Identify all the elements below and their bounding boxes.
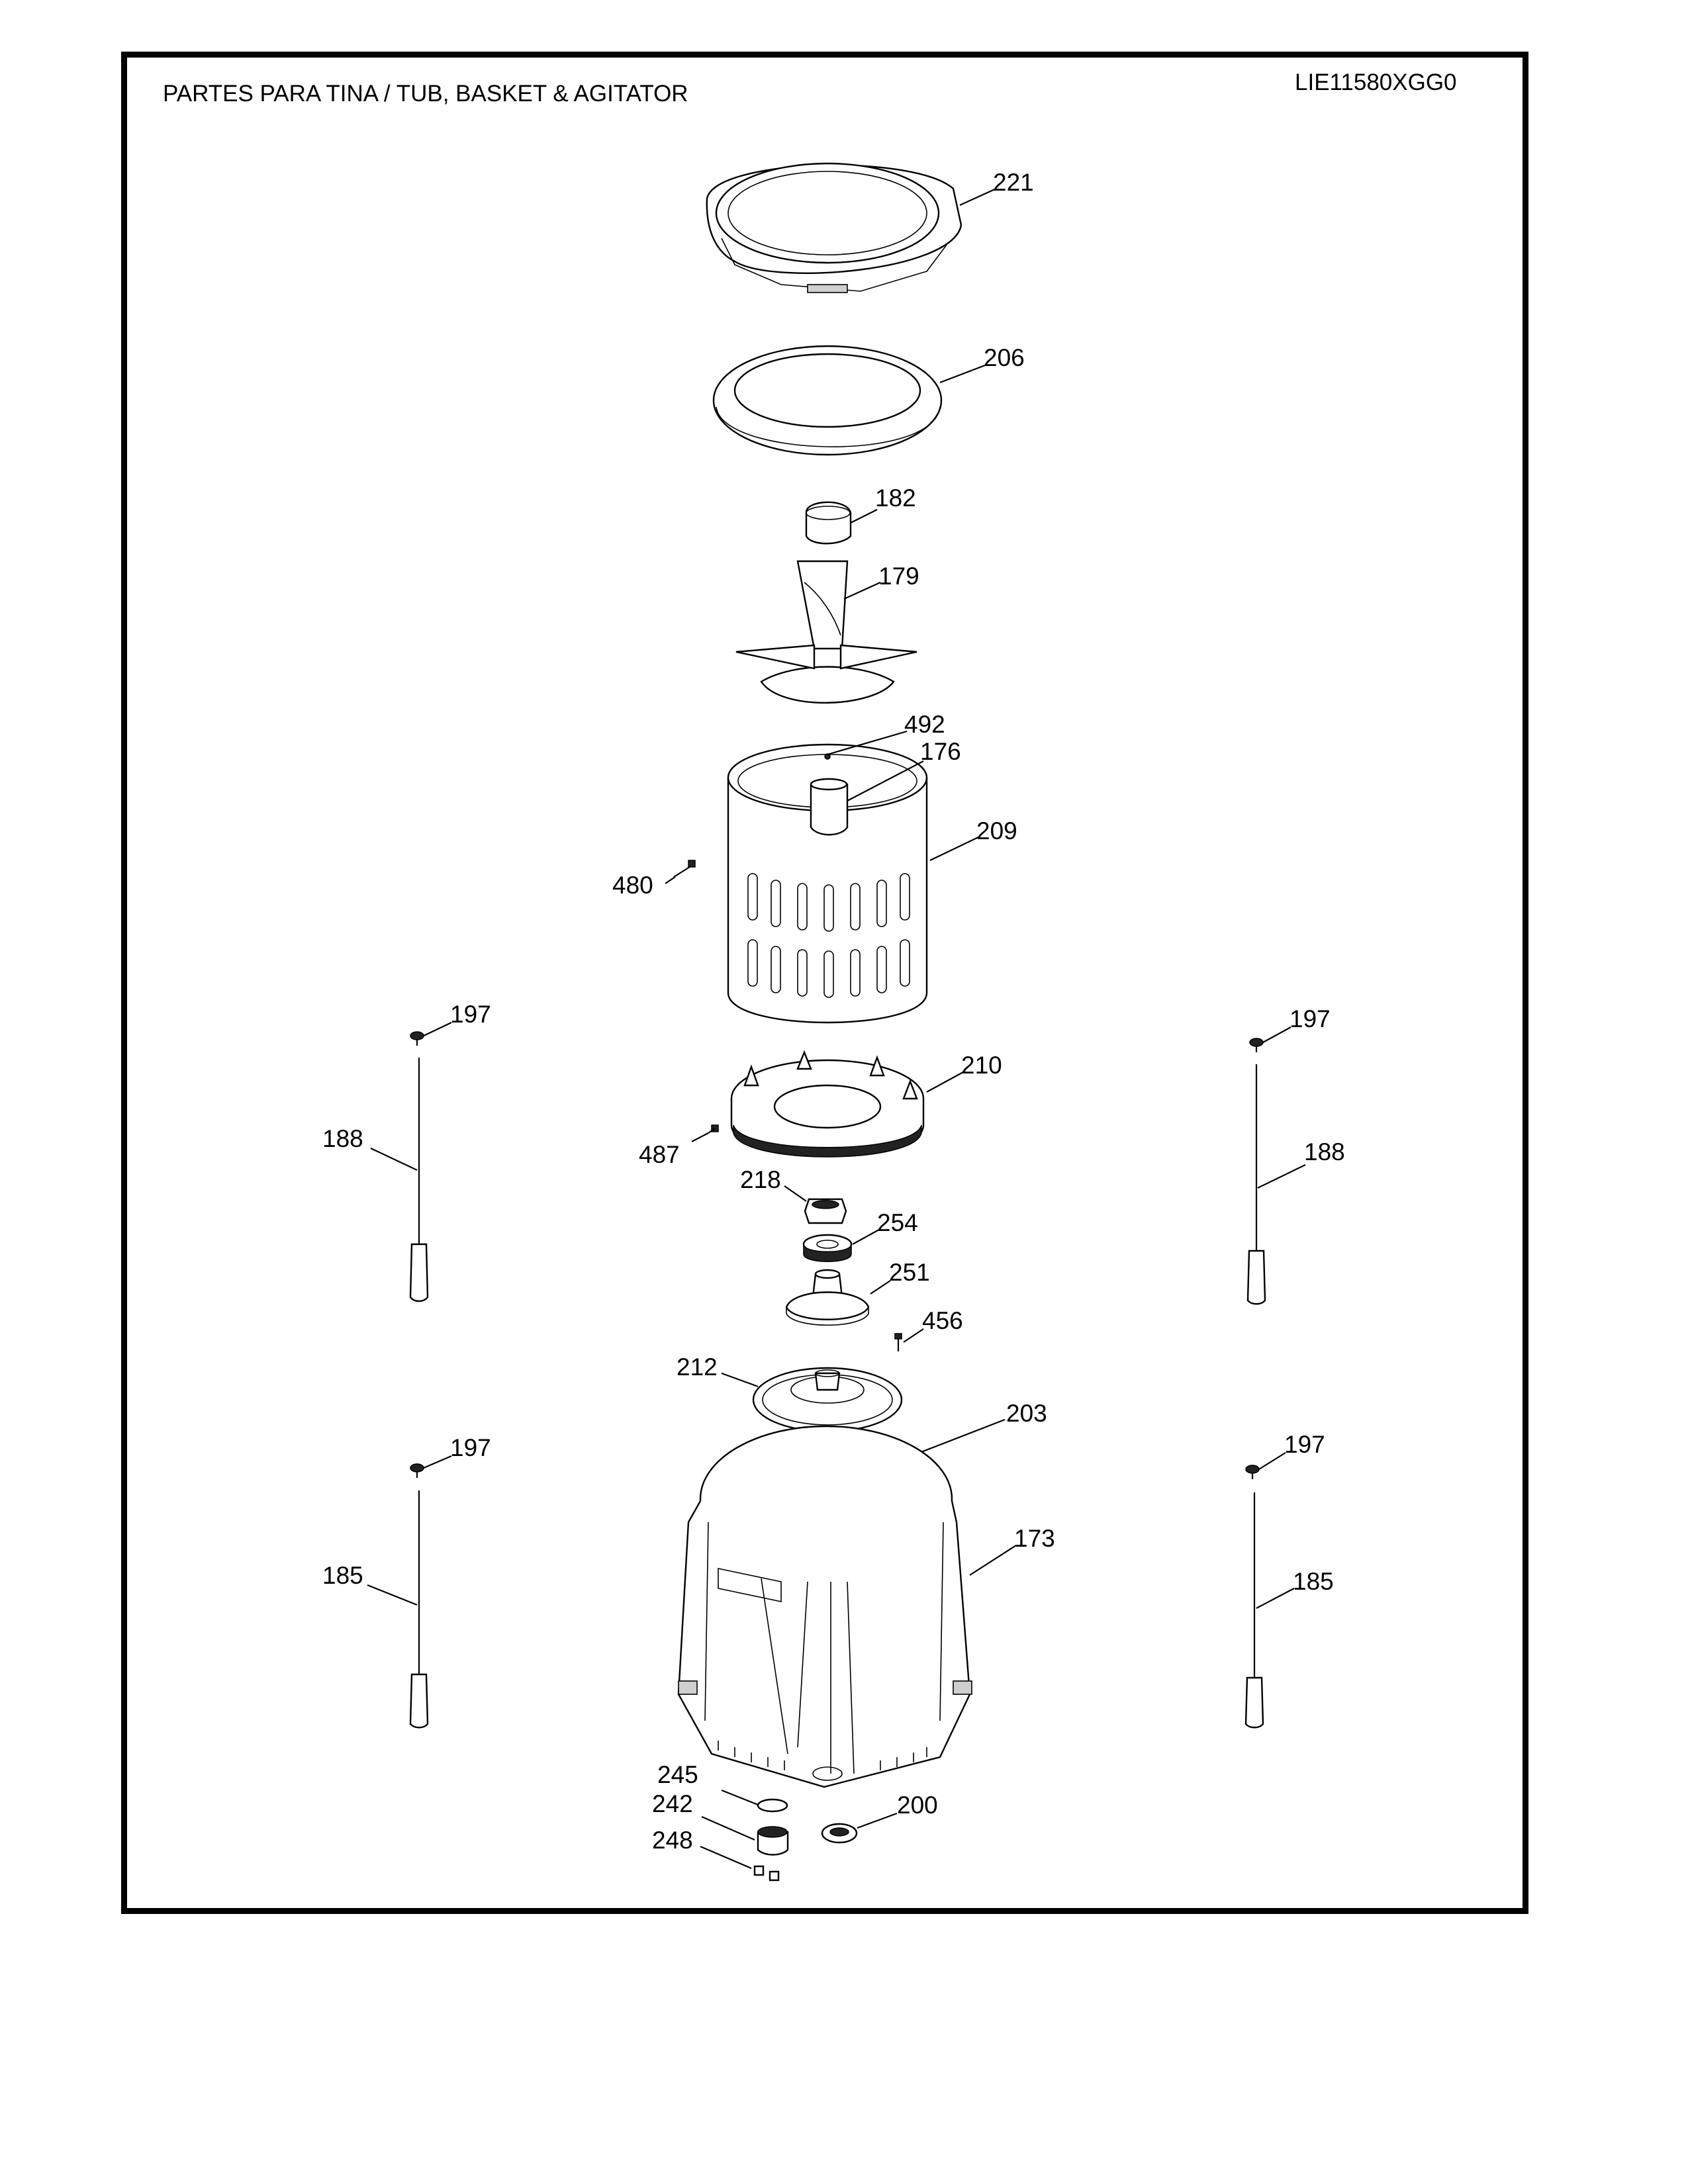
suspension-rod-right-rear	[1244, 1465, 1264, 1729]
callout-206: 206	[984, 344, 1025, 371]
callout-492: 492	[904, 711, 945, 738]
callout-456: 456	[922, 1307, 963, 1334]
leader-185b	[1256, 1588, 1295, 1609]
part-480-screw	[673, 860, 696, 878]
leader-179	[843, 581, 881, 600]
callout-179: 179	[878, 563, 919, 590]
callout-197d: 197	[1284, 1431, 1325, 1458]
diagram-frame	[121, 52, 1528, 1914]
callout-188b: 188	[1304, 1138, 1345, 1165]
leader-248	[700, 1845, 752, 1870]
callout-210: 210	[961, 1052, 1002, 1079]
leader-182	[850, 509, 878, 523]
leader-480	[665, 876, 676, 884]
part-487-screw	[708, 1124, 719, 1134]
part-221-tub-cover	[706, 162, 962, 293]
part-254-drive-gear	[802, 1234, 853, 1262]
part-210-basket-hub	[730, 1050, 925, 1158]
leader-254	[852, 1229, 880, 1245]
leader-206	[939, 364, 986, 384]
part-218-spanner-nut	[804, 1198, 847, 1224]
suspension-rod-left-rear	[409, 1463, 429, 1729]
suspension-rod-left-front	[409, 1031, 429, 1302]
leader-197b	[1262, 1026, 1291, 1043]
callout-209: 209	[976, 817, 1017, 844]
leader-188a	[370, 1148, 418, 1171]
callout-188a: 188	[322, 1125, 363, 1152]
leader-251	[870, 1280, 891, 1295]
callout-203: 203	[1006, 1400, 1047, 1427]
callout-218: 218	[740, 1166, 781, 1193]
diagram-title: PARTES PARA TINA / TUB, BASKET & AGITATO…	[163, 81, 688, 107]
leader-212	[721, 1372, 759, 1388]
callout-245: 245	[657, 1761, 698, 1788]
leader-197a	[423, 1022, 452, 1036]
leader-456	[903, 1328, 924, 1343]
callout-197c: 197	[450, 1434, 491, 1461]
part-182-agitator-cap	[805, 501, 852, 545]
part-248-clips	[753, 1865, 780, 1882]
leader-173	[969, 1545, 1017, 1576]
part-209-wash-basket	[727, 743, 928, 1024]
callout-487: 487	[639, 1141, 680, 1168]
leader-188b	[1257, 1164, 1306, 1189]
callout-212: 212	[677, 1353, 718, 1381]
part-179-agitator	[735, 560, 917, 704]
leader-200	[857, 1812, 898, 1829]
leader-197d	[1258, 1452, 1286, 1470]
leader-245	[721, 1789, 759, 1806]
part-173-outer-tub	[677, 1425, 972, 1788]
callout-480: 480	[612, 872, 653, 899]
part-212-tub-seal-plate	[752, 1367, 903, 1433]
callout-251: 251	[889, 1259, 930, 1286]
part-200-drive-seal	[821, 1823, 858, 1844]
model-number: LIE11580XGG0	[1295, 69, 1457, 95]
leader-218	[784, 1185, 807, 1202]
leader-185a	[367, 1584, 418, 1606]
callout-248: 248	[652, 1827, 693, 1854]
leader-209	[929, 837, 979, 861]
suspension-rod-right-front	[1246, 1038, 1266, 1305]
callout-221: 221	[993, 169, 1034, 196]
part-456-screw	[894, 1333, 902, 1351]
part-251-drive-hub	[785, 1269, 870, 1326]
leader-242	[701, 1815, 755, 1841]
part-206-balance-ring	[712, 345, 943, 456]
callout-185a: 185	[322, 1562, 363, 1589]
callout-242: 242	[652, 1790, 693, 1817]
callout-254: 254	[877, 1209, 918, 1236]
callout-197b: 197	[1289, 1005, 1331, 1032]
callout-182: 182	[875, 484, 916, 512]
leader-492	[827, 730, 908, 756]
leader-487	[691, 1132, 709, 1142]
part-245-o-ring	[757, 1798, 788, 1813]
leader-221	[959, 187, 997, 206]
callout-173: 173	[1014, 1525, 1055, 1552]
leader-176	[847, 760, 924, 801]
part-242-drain-valve	[757, 1826, 789, 1856]
leader-210	[926, 1071, 964, 1093]
callout-185b: 185	[1293, 1568, 1334, 1595]
callout-197a: 197	[450, 1001, 491, 1028]
leader-197c	[423, 1455, 452, 1469]
callout-176: 176	[920, 738, 961, 765]
callout-200: 200	[897, 1792, 938, 1819]
